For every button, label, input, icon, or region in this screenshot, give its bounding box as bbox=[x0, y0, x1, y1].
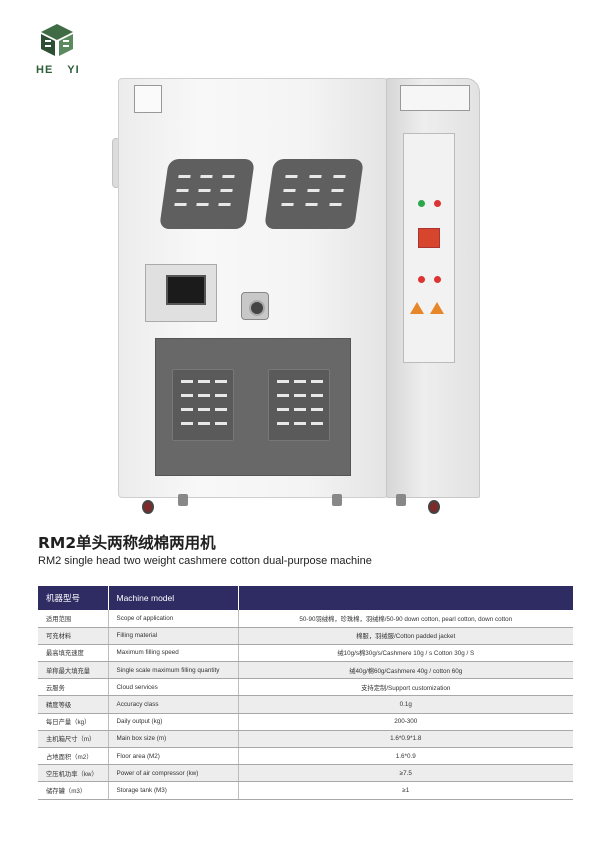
spec-label-en: Storage tank (M3) bbox=[108, 781, 239, 800]
spec-label-cn: 精度等级 bbox=[38, 695, 109, 714]
upper-right-vent bbox=[264, 159, 364, 229]
warning-icon-right bbox=[430, 302, 444, 314]
lower-panel bbox=[155, 338, 351, 476]
spec-label-en: Scope of application bbox=[108, 610, 239, 628]
logo-text: HE YI bbox=[36, 64, 80, 76]
product-title-en: RM2 single head two weight cashmere cott… bbox=[38, 555, 372, 567]
spec-value: 0.1g bbox=[238, 695, 573, 714]
spec-table-header: 机器型号 Machine model bbox=[38, 586, 573, 610]
lower-right-vent bbox=[268, 369, 330, 441]
spec-label-en: Maximum filling speed bbox=[108, 644, 239, 663]
machine-body bbox=[118, 78, 388, 498]
indicator-lamp-left bbox=[418, 276, 425, 283]
spec-label-en: Main box size (m) bbox=[108, 730, 239, 749]
indicator-lamp-green bbox=[418, 200, 425, 207]
caster-wheel bbox=[142, 500, 154, 514]
machine-image bbox=[112, 78, 480, 526]
table-row: 空压机功率（kw）Power of air compressor (kw)≥7.… bbox=[38, 764, 573, 783]
spec-label-cn: 储存罐（m3） bbox=[38, 781, 109, 800]
spec-value: 支持定制/Support customization bbox=[238, 678, 573, 697]
logo-text-right: YI bbox=[67, 64, 80, 76]
spec-label-cn: 适用范围 bbox=[38, 610, 109, 628]
spec-value: 绒40g/棉60g/Cashmere 40g / cotton 60g bbox=[238, 661, 573, 680]
spec-label-cn: 空压机功率（kw） bbox=[38, 764, 109, 783]
spec-label-en: Filling material bbox=[108, 627, 239, 645]
table-row: 储存罐（m3）Storage tank (M3)≥1 bbox=[38, 781, 573, 800]
header-model-en: Machine model bbox=[108, 586, 239, 610]
spec-label-cn: 云服务 bbox=[38, 678, 109, 697]
machine-logo-badge bbox=[134, 85, 162, 113]
camera-sensor bbox=[241, 292, 269, 320]
spec-value: ≥1 bbox=[238, 781, 573, 800]
brand-logo: HE YI bbox=[24, 22, 94, 78]
spec-value: 绒10g/s棉30g/s/Cashmere 10g / s Cotton 30g… bbox=[238, 644, 573, 663]
spec-value: 200-300 bbox=[238, 713, 573, 731]
table-row: 占地面积（m2）Floor area (M2)1.6*0.9 bbox=[38, 747, 573, 766]
table-row: 每日产量（kg）Daily output (kg)200-300 bbox=[38, 713, 573, 731]
spec-label-cn: 可充材料 bbox=[38, 627, 109, 645]
spec-label-en: Cloud services bbox=[108, 678, 239, 697]
spec-label-cn: 主机箱尺寸（m） bbox=[38, 730, 109, 749]
spec-label-en: Daily output (kg) bbox=[108, 713, 239, 731]
header-value bbox=[238, 586, 573, 610]
spec-label-cn: 每日产量（kg） bbox=[38, 713, 109, 731]
spec-label-en: Accuracy class bbox=[108, 695, 239, 714]
spec-label-cn: 单称最大填充量 bbox=[38, 661, 109, 680]
spec-value: 1.6*0.9 bbox=[238, 747, 573, 766]
machine-control-column bbox=[386, 78, 480, 498]
spec-label-cn: 占地面积（m2） bbox=[38, 747, 109, 766]
spec-label-en: Single scale maximum filling quantity bbox=[108, 661, 239, 680]
control-panel bbox=[403, 133, 455, 363]
logo-text-left: HE bbox=[36, 64, 54, 76]
leveling-foot bbox=[396, 494, 406, 506]
product-title-cn: RM2单头两称绒棉两用机 bbox=[38, 534, 216, 552]
spec-label-en: Floor area (M2) bbox=[108, 747, 239, 766]
machine-nameplate bbox=[400, 85, 470, 111]
logo-mark-icon bbox=[41, 24, 73, 56]
table-row: 主机箱尺寸（m）Main box size (m)1.6*0.9*1.8 bbox=[38, 730, 573, 749]
spec-value: 50-90羽绒棉，珍珠棉，羽绒棉/50-90 down cotton, pear… bbox=[238, 610, 573, 628]
warning-icon-left bbox=[410, 302, 424, 314]
caster-wheel bbox=[428, 500, 440, 514]
leveling-foot bbox=[178, 494, 188, 506]
spec-value: 1.6*0.9*1.8 bbox=[238, 730, 573, 749]
lower-left-vent bbox=[172, 369, 234, 441]
spec-label-en: Power of air compressor (kw) bbox=[108, 764, 239, 783]
indicator-lamp-red bbox=[434, 200, 441, 207]
indicator-lamp-right bbox=[434, 276, 441, 283]
main-switch-icon bbox=[418, 228, 440, 248]
touch-screen bbox=[166, 275, 206, 305]
leveling-foot bbox=[332, 494, 342, 506]
touch-screen-housing bbox=[145, 264, 217, 322]
spec-label-cn: 最高填充速度 bbox=[38, 644, 109, 663]
upper-left-vent bbox=[159, 159, 255, 229]
header-model-cn: 机器型号 bbox=[38, 586, 109, 610]
spec-value: 棉服，羽绒服/Cotton padded jacket bbox=[238, 627, 573, 645]
spec-value: ≥7.5 bbox=[238, 764, 573, 783]
